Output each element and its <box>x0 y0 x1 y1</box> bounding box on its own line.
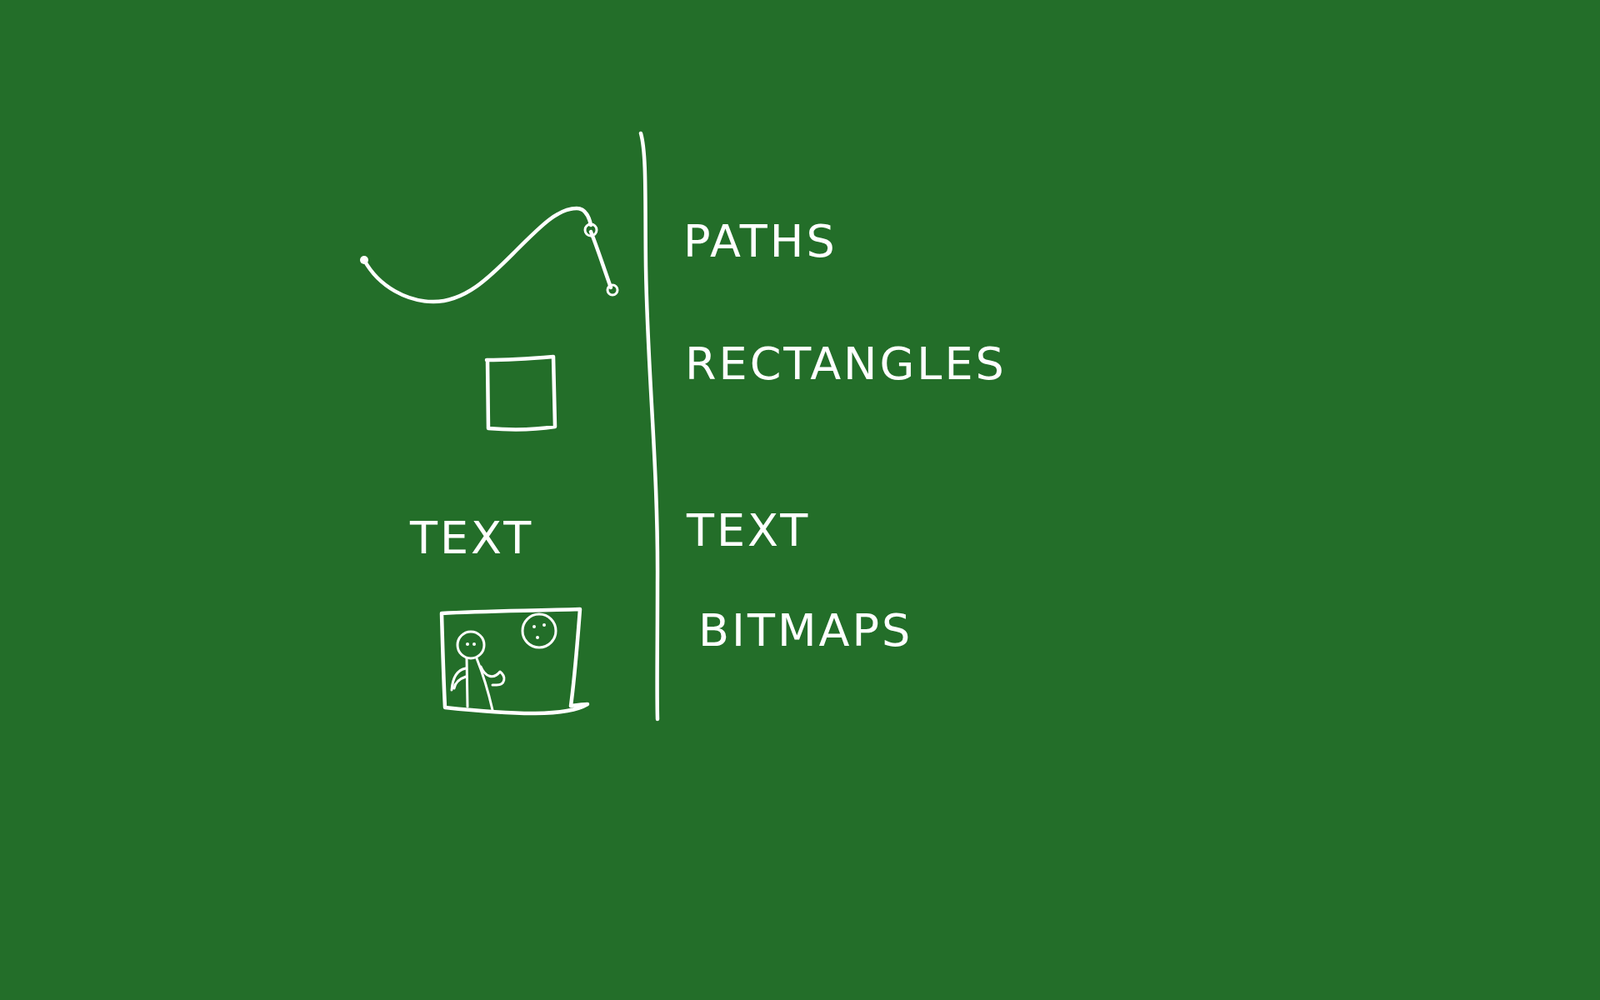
path-endpoint <box>607 285 618 295</box>
path-control-point <box>585 224 597 236</box>
figure-body <box>466 658 493 710</box>
figure-head <box>457 631 485 659</box>
figure-arms <box>451 666 505 690</box>
figure-eye <box>465 642 470 646</box>
sun-dot <box>532 625 536 629</box>
bezier-path <box>364 208 591 302</box>
divider-line <box>640 133 658 720</box>
sun-dot <box>535 635 540 640</box>
bezier-handle <box>590 231 611 288</box>
sun-dot <box>542 623 546 627</box>
primitive-label: PATHS <box>683 216 838 266</box>
bitmap-frame <box>441 609 588 714</box>
figure-eye <box>472 642 476 646</box>
rectangle-sketch <box>486 356 555 430</box>
sun-circle <box>522 614 556 648</box>
primitive-label: RECTANGLES <box>685 339 1007 389</box>
primitive-label: TEXT <box>686 505 810 555</box>
sample-text: TEXT <box>410 513 534 563</box>
path-endpoint <box>360 255 369 265</box>
primitive-label: BITMAPS <box>698 605 913 655</box>
